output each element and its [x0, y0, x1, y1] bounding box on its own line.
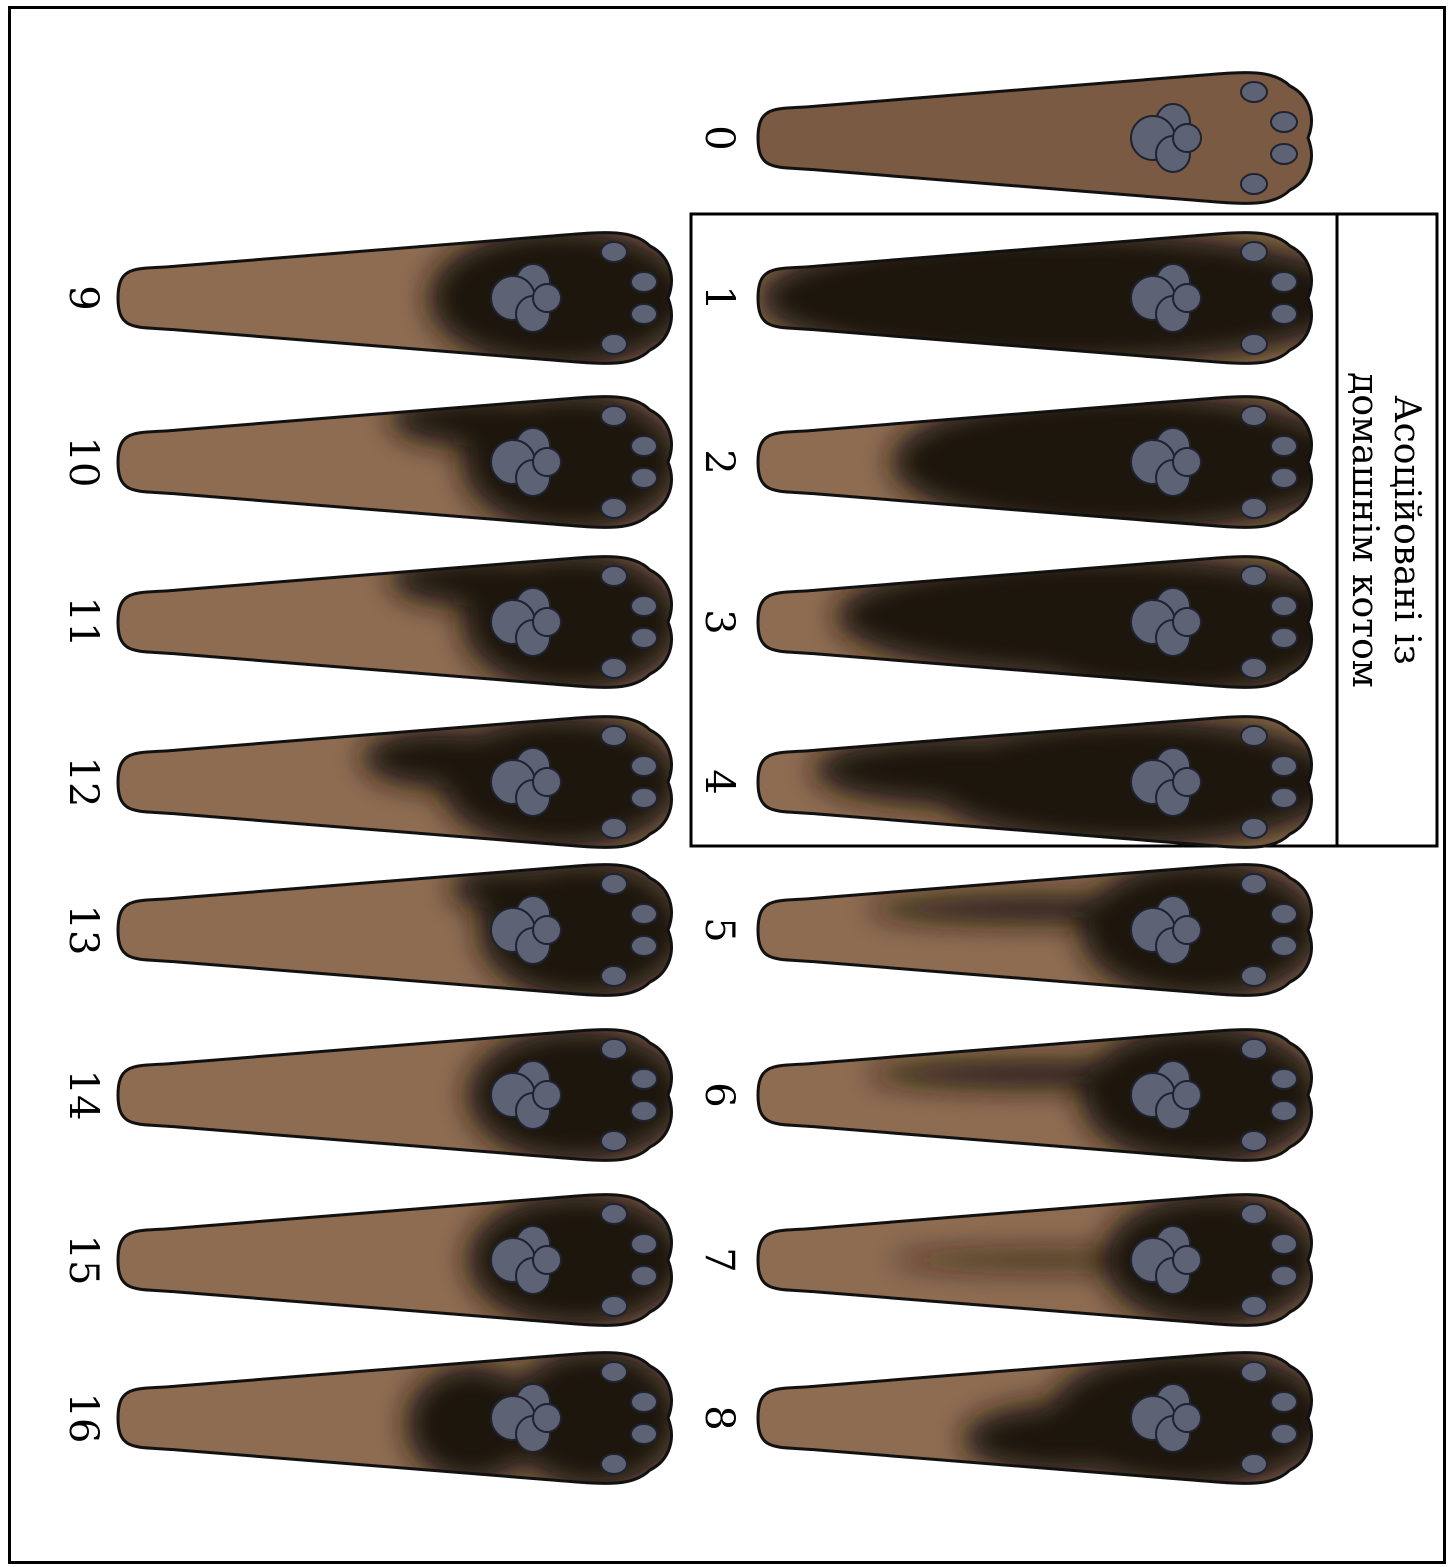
- paw-label-1: 1: [696, 285, 742, 310]
- paw-label-2: 2: [696, 449, 742, 474]
- paw-label-10: 10: [60, 437, 106, 488]
- paw-5: 5: [696, 858, 1323, 1002]
- paw-6: 6: [696, 1023, 1323, 1167]
- paw-label-15: 15: [60, 1235, 106, 1286]
- paw-3: 3: [696, 553, 1367, 700]
- paw-15: 15: [60, 1191, 689, 1329]
- paw-label-9: 9: [60, 285, 106, 310]
- paw-label-12: 12: [60, 757, 106, 808]
- paw-label-0: 0: [696, 125, 742, 150]
- paw-8: 8: [696, 1346, 1334, 1490]
- paw-dark-pattern: [758, 229, 1367, 367]
- paw-2: 2: [696, 390, 1356, 534]
- paw-label-11: 11: [60, 597, 106, 648]
- paw-4: 4: [696, 716, 1345, 848]
- paw-drawings: 012345678910111213141516: [60, 73, 1367, 1490]
- paw-label-16: 16: [60, 1393, 106, 1444]
- paw-label-7: 7: [696, 1247, 742, 1272]
- paw-base-fill: [758, 73, 1311, 204]
- paw-12: 12: [60, 713, 683, 851]
- paw-16: 16: [60, 1346, 683, 1490]
- paw-11: 11: [60, 550, 683, 694]
- paw-label-6: 6: [696, 1082, 742, 1107]
- paw-0: 0: [696, 73, 1311, 204]
- paw-13: 13: [60, 858, 689, 1002]
- paw-7: 7: [696, 1191, 1323, 1329]
- group-box-title-line-2: домашнім котом: [1344, 372, 1385, 688]
- paw-label-4: 4: [696, 769, 742, 794]
- paw-label-8: 8: [696, 1405, 742, 1430]
- paw-label-13: 13: [60, 905, 106, 956]
- paw-label-3: 3: [696, 609, 742, 634]
- dark-patch: [758, 229, 1367, 367]
- dark-patch: [891, 390, 1356, 534]
- group-box-title-line-1: Асоційовані із: [1386, 395, 1427, 664]
- paw-14: 14: [60, 1026, 689, 1164]
- paw-10: 10: [60, 390, 683, 534]
- paw-9: 9: [60, 226, 694, 370]
- paw-1: 1: [696, 229, 1367, 367]
- dark-patch: [813, 734, 1090, 806]
- paw-label-5: 5: [696, 917, 742, 942]
- paw-dark-pattern: [891, 390, 1356, 534]
- paw-label-14: 14: [60, 1070, 106, 1121]
